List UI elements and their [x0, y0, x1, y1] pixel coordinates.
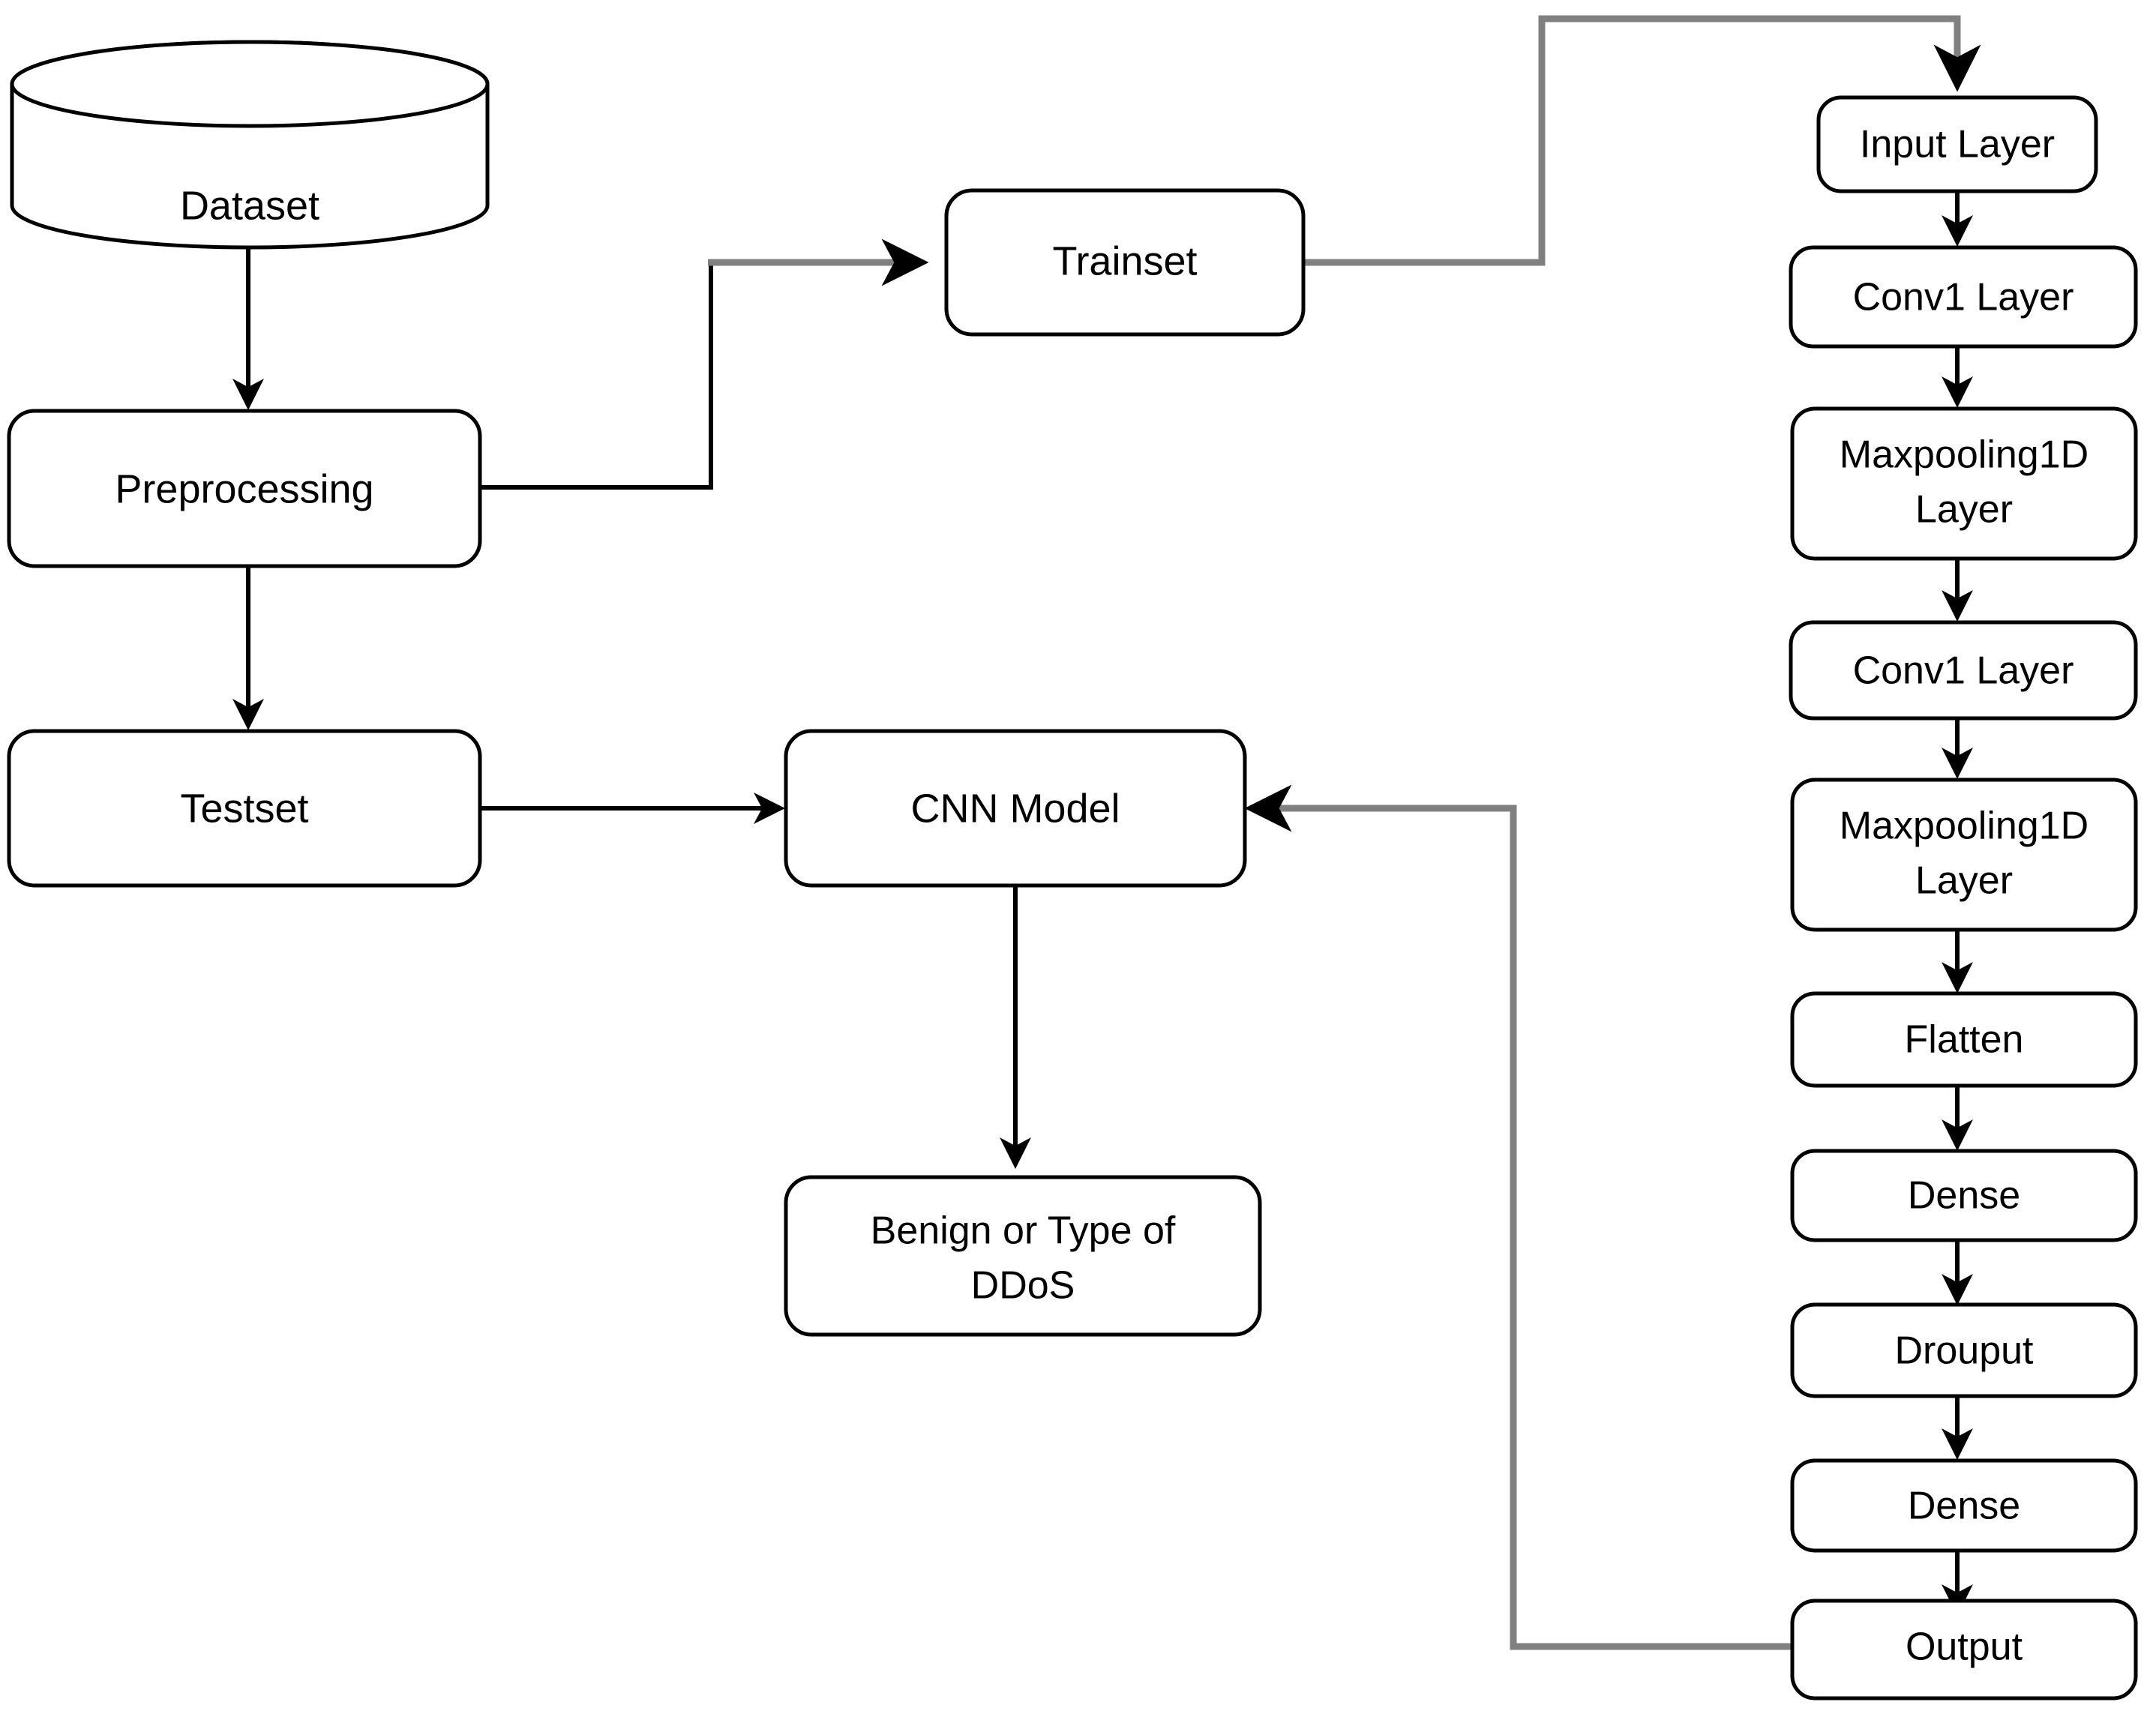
node-flatten-layer[interactable]: Flatten: [1790, 991, 2138, 1088]
node-maxpooling1d-layer-2-label-line1: Maxpooling1D: [1840, 805, 2089, 848]
node-maxpooling1d-layer-1-label-line2: Layer: [1915, 488, 2013, 532]
node-testset-label: Testset: [180, 786, 308, 831]
node-dataset-label: Dataset: [180, 183, 319, 228]
node-dense-layer-2[interactable]: Dense: [1790, 1458, 2138, 1553]
node-maxpooling1d-layer-1[interactable]: Maxpooling1D Layer: [1790, 406, 2138, 561]
node-preprocessing[interactable]: Preprocessing: [7, 409, 482, 568]
node-conv1-layer-1-label: Conv1 Layer: [1853, 276, 2074, 319]
edge-preprocessing-to-trainset: [480, 238, 929, 490]
node-maxpooling1d-layer-2-label-line2: Layer: [1915, 859, 2013, 903]
node-dropout-layer-label: Drouput: [1895, 1329, 2035, 1373]
node-conv1-layer-2-label: Conv1 Layer: [1853, 649, 2074, 693]
node-output-layer-label: Output: [1906, 1626, 2023, 1669]
node-flatten-layer-label: Flatten: [1905, 1018, 2024, 1062]
edge-output-to-cnn-model: [1244, 784, 1792, 1650]
node-dropout-layer[interactable]: Drouput: [1790, 1302, 2138, 1398]
node-conv1-layer-2[interactable]: Conv1 Layer: [1789, 620, 2138, 721]
node-maxpooling1d-layer-1-label-line1: Maxpooling1D: [1840, 433, 2089, 477]
node-cnn-model-label: CNN Model: [910, 786, 1120, 831]
node-trainset[interactable]: Trainset: [944, 188, 1306, 337]
node-preprocessing-label: Preprocessing: [115, 466, 373, 511]
node-dense-layer-1[interactable]: Dense: [1790, 1149, 2138, 1242]
node-cnn-model[interactable]: CNN Model: [784, 729, 1247, 888]
node-output-layer[interactable]: Output: [1790, 1599, 2138, 1701]
node-input-layer-label: Input Layer: [1860, 123, 2055, 166]
node-testset[interactable]: Testset: [7, 729, 482, 888]
node-dataset[interactable]: Dataset: [10, 40, 490, 250]
node-input-layer[interactable]: Input Layer: [1816, 95, 2098, 193]
node-prediction[interactable]: Benign or Type of DDoS: [784, 1175, 1262, 1337]
node-conv1-layer-1[interactable]: Conv1 Layer: [1789, 245, 2138, 349]
node-dense-layer-2-label: Dense: [1908, 1485, 2020, 1528]
node-trainset-label: Trainset: [1052, 238, 1197, 283]
node-maxpooling1d-layer-2[interactable]: Maxpooling1D Layer: [1790, 778, 2138, 932]
node-prediction-label-line2: DDoS: [971, 1264, 1075, 1308]
node-prediction-label-line1: Benign or Type of: [871, 1209, 1176, 1253]
edge-trainset-to-input-layer: [1303, 15, 1981, 266]
node-dense-layer-1-label: Dense: [1908, 1174, 2020, 1218]
